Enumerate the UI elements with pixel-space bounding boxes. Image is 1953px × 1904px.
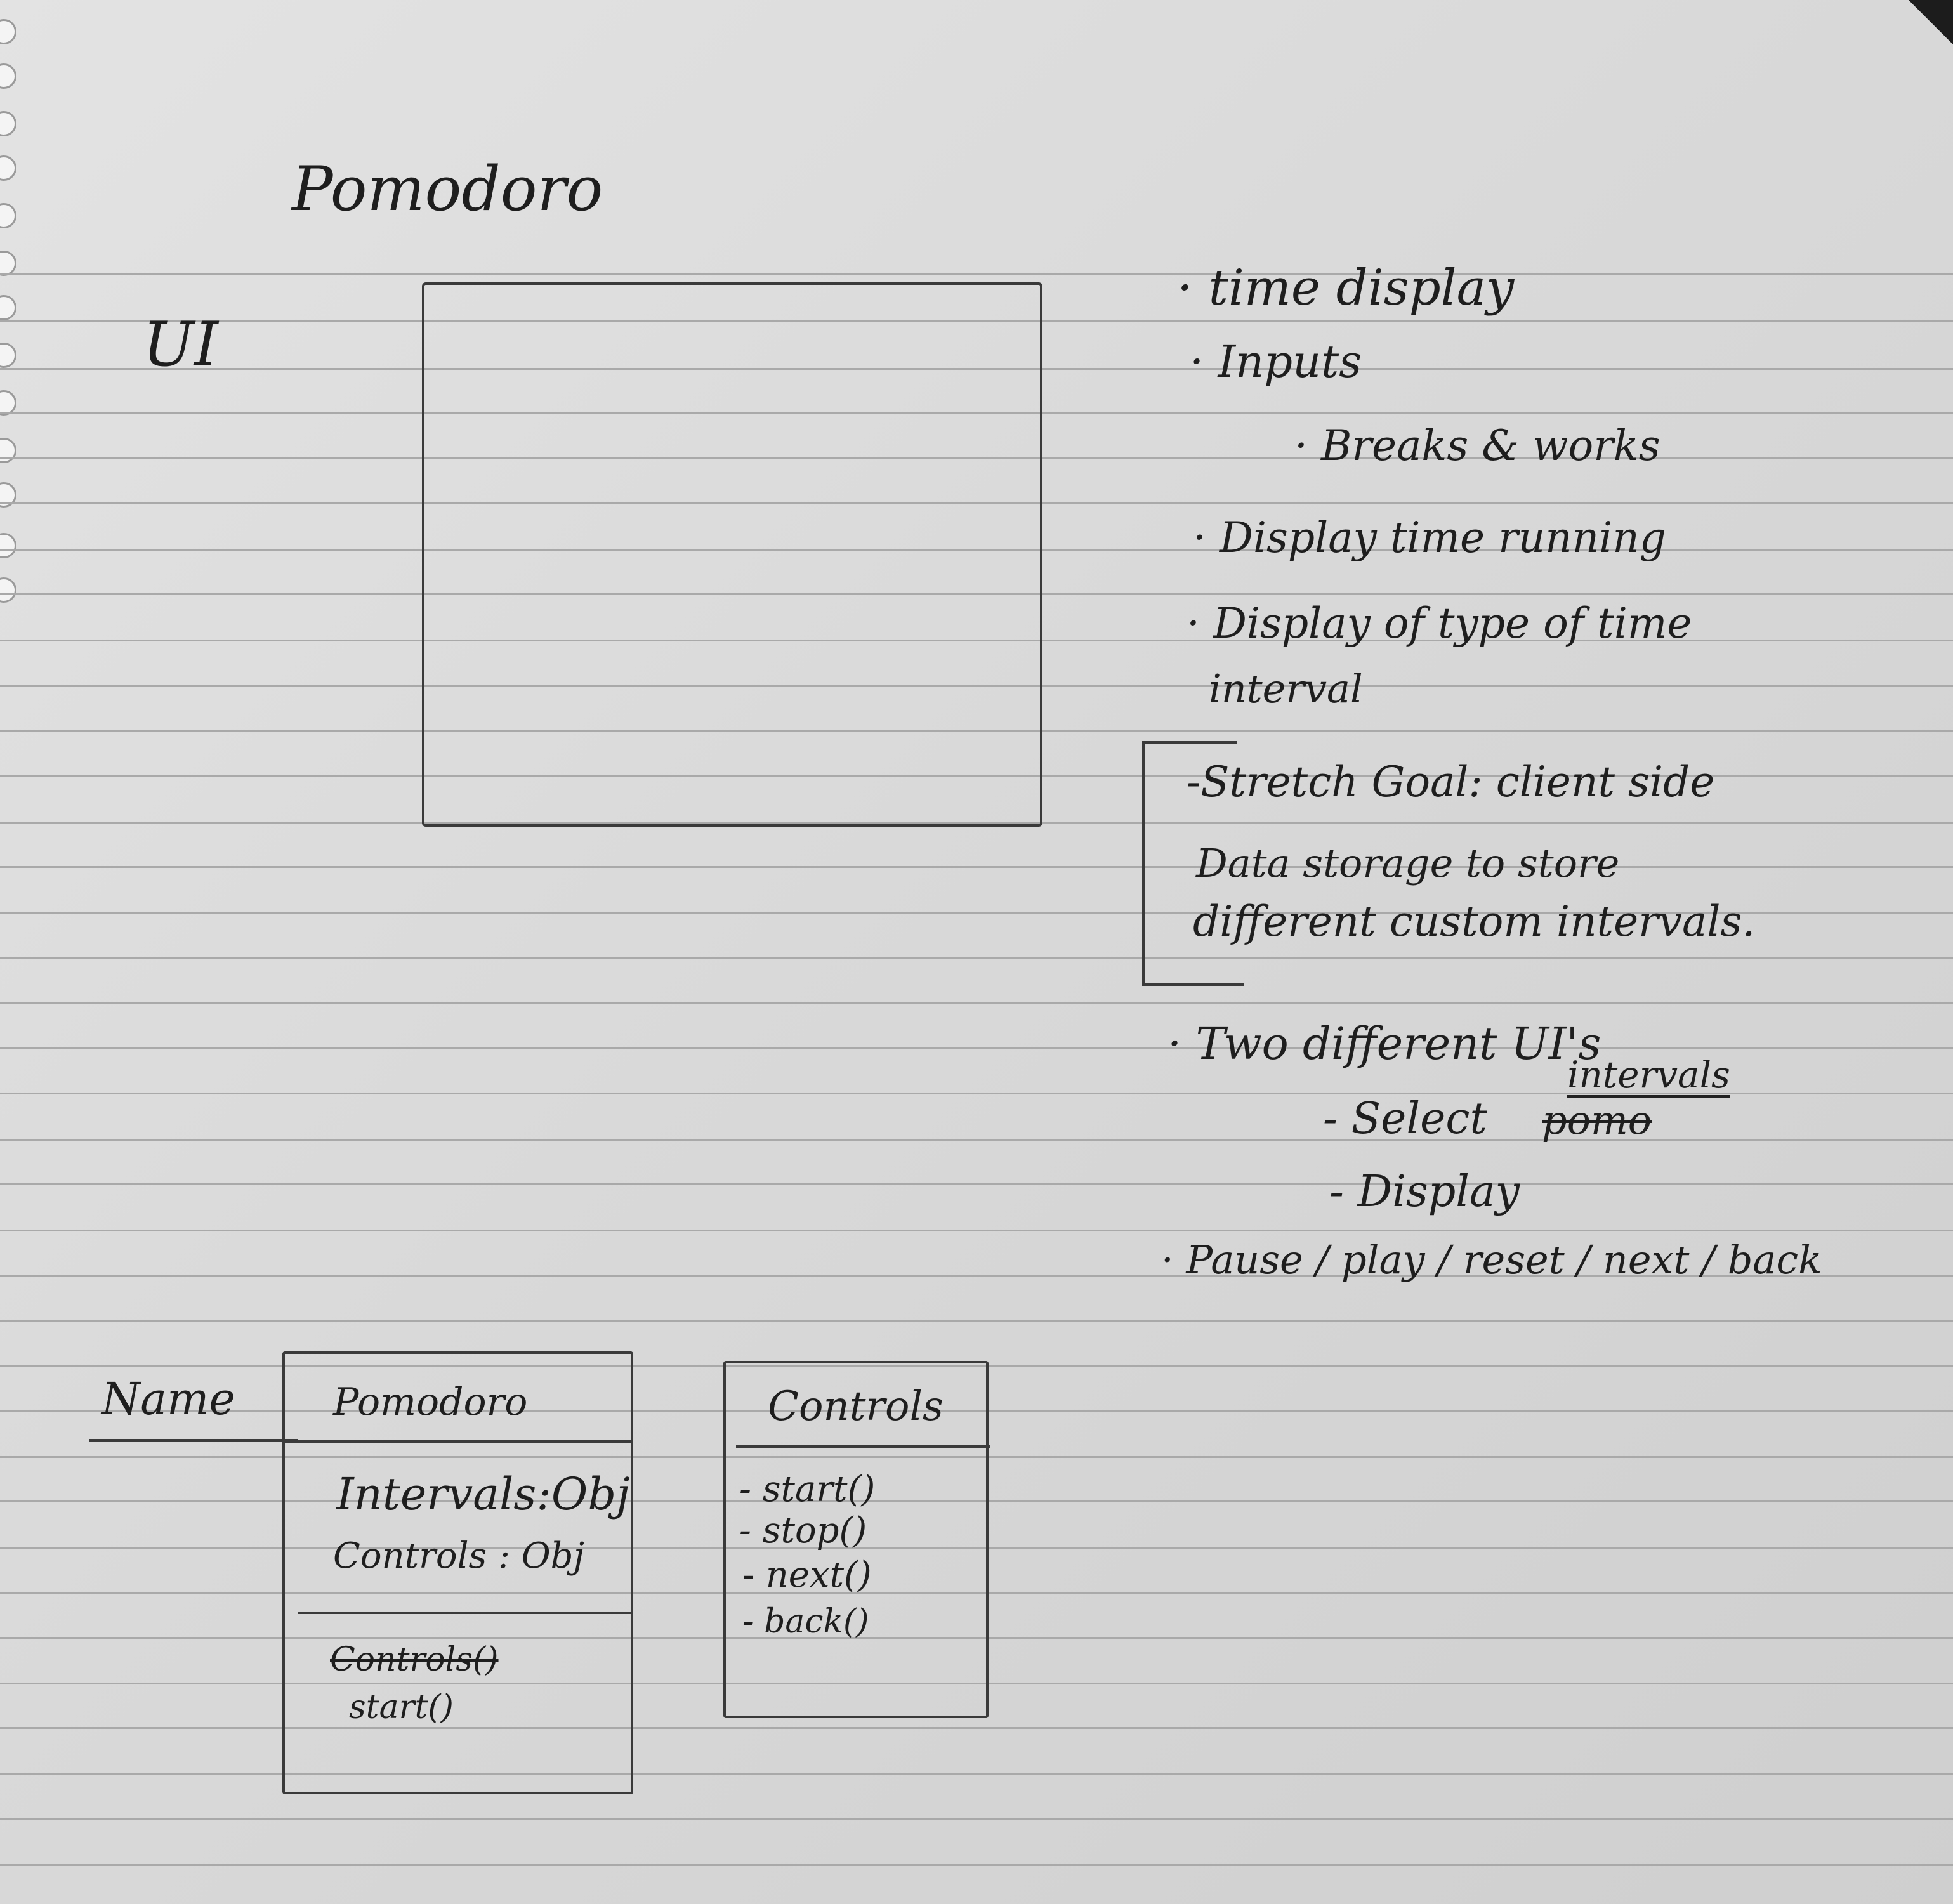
binder-hole: [0, 111, 16, 136]
ruled-line: [0, 912, 1953, 914]
ruled-line: [0, 866, 1953, 868]
ruled-line: [0, 640, 1953, 641]
controls-method-next: - next(): [742, 1554, 872, 1596]
pomodoro-attr-controls: Controls : Obj: [333, 1535, 584, 1577]
ruled-line: [0, 957, 1953, 959]
ruled-line: [0, 1864, 1953, 1866]
note-display-type: · Display of type of time: [1187, 599, 1692, 648]
pomodoro-class-box: [282, 1351, 633, 1794]
ruled-line: [0, 412, 1953, 414]
pomodoro-attr-intervals: Intervals:Obj: [336, 1468, 630, 1520]
ruled-line: [0, 685, 1953, 687]
note-two-uis: · Two different UI's: [1167, 1018, 1601, 1070]
controls-method-stop: - stop(): [739, 1510, 867, 1551]
pomodoro-class-divider-2: [298, 1612, 631, 1614]
stretch-goal-line2: Data storage to store: [1196, 840, 1620, 886]
note-display-time-running: · Display time running: [1193, 513, 1667, 562]
controls-class-box: [723, 1361, 989, 1718]
binder-hole: [0, 577, 16, 603]
binder-hole: [0, 251, 16, 276]
ruled-line: [0, 775, 1953, 777]
stretch-goal-line1: -Stretch Goal: client side: [1187, 758, 1715, 806]
ruled-line: [0, 549, 1953, 551]
pomodoro-class-title: Pomodoro: [333, 1380, 528, 1424]
ruled-line: [0, 1365, 1953, 1367]
pomodoro-class-divider-1: [282, 1440, 633, 1443]
page-corner: [1909, 0, 1953, 44]
ruled-line: [0, 1727, 1953, 1729]
binder-hole: [0, 390, 16, 416]
ruled-line: [0, 1410, 1953, 1412]
note-interval: interval: [1209, 666, 1363, 712]
ruled-line: [0, 1683, 1953, 1684]
stretch-goal-bracket-top: [1142, 741, 1237, 744]
controls-method-start: - start(): [739, 1469, 876, 1510]
ruled-line: [0, 730, 1953, 732]
ruled-line: [0, 1637, 1953, 1639]
ruled-line: [0, 1230, 1953, 1231]
name-underline: [89, 1439, 298, 1442]
note-select-crossed: pomo: [1542, 1097, 1652, 1143]
note-breaks-works: · Breaks & works: [1294, 421, 1660, 470]
class-name-label: Name: [102, 1373, 235, 1425]
note-inputs: · Inputs: [1190, 336, 1362, 388]
ruled-line: [0, 1183, 1953, 1185]
ruled-line: [0, 320, 1953, 322]
ruled-line: [0, 593, 1953, 595]
ruled-line: [0, 273, 1953, 275]
ruled-line: [0, 1592, 1953, 1594]
ruled-line: [0, 1818, 1953, 1820]
binder-hole: [0, 155, 16, 181]
ruled-line: [0, 1002, 1953, 1004]
ruled-line: [0, 1275, 1953, 1277]
ruled-line: [0, 1093, 1953, 1094]
controls-class-title: Controls: [768, 1383, 944, 1430]
stretch-goal-bracket-bottom: [1142, 983, 1244, 986]
binder-hole: [0, 203, 16, 228]
binder-hole: [0, 19, 16, 44]
binder-hole: [0, 63, 16, 89]
ruled-line: [0, 457, 1953, 459]
controls-method-back: - back(): [742, 1603, 869, 1641]
ruled-line: [0, 1456, 1953, 1458]
pomodoro-method-start: start(): [349, 1688, 454, 1726]
controls-class-divider: [736, 1445, 990, 1448]
ruled-line: [0, 1047, 1953, 1049]
note-time-display: · time display: [1177, 259, 1515, 317]
ruled-line: [0, 1500, 1953, 1502]
page-title: Pomodoro: [292, 154, 603, 225]
binder-hole: [0, 438, 16, 463]
ruled-line: [0, 822, 1953, 824]
note-controls-list: · Pause / play / reset / next / back: [1161, 1237, 1822, 1283]
note-select: - Select: [1323, 1094, 1487, 1144]
note-intervals-inserted: intervals: [1567, 1056, 1730, 1098]
binder-hole: [0, 533, 16, 558]
ruled-line: [0, 1320, 1953, 1322]
stretch-goal-line3: different custom intervals.: [1193, 897, 1756, 946]
pomodoro-method-crossed: Controls(): [330, 1641, 499, 1679]
ui-wireframe-box: [422, 282, 1042, 827]
ruled-line: [0, 1773, 1953, 1775]
ui-label: UI: [143, 309, 218, 380]
stretch-goal-bracket-left: [1142, 741, 1145, 985]
ruled-line: [0, 368, 1953, 370]
note-display: - Display: [1329, 1167, 1520, 1217]
binder-hole: [0, 343, 16, 368]
ruled-line: [0, 1547, 1953, 1549]
ruled-line: [0, 502, 1953, 504]
binder-hole: [0, 295, 16, 320]
ruled-line: [0, 1139, 1953, 1141]
